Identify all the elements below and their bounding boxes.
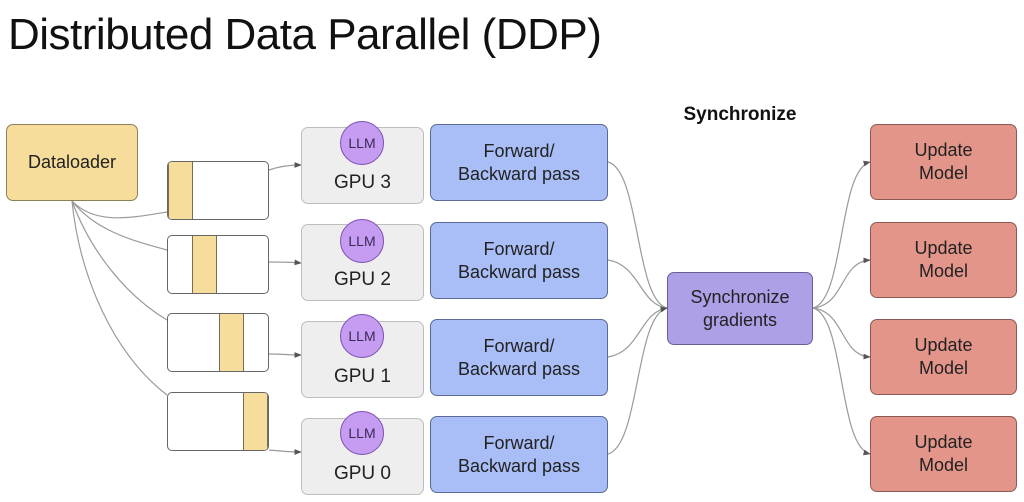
gpu-label: GPU 1 — [333, 366, 392, 387]
connector-shard-gpu-2 — [268, 259, 302, 266]
data-chunk — [192, 236, 217, 293]
data-chunk — [168, 162, 193, 219]
update-line-1: Update — [914, 432, 973, 452]
gpu-label: GPU 3 — [333, 172, 392, 193]
connector-shard-gpu-1 — [268, 352, 302, 358]
llm-circle: LLM — [340, 411, 384, 455]
pass-line-2: Backward pass — [457, 261, 581, 282]
connector-shard-gpu-3 — [268, 162, 302, 171]
sync-line-2: gradients — [702, 309, 778, 330]
pass-line-2: Backward pass — [457, 455, 581, 476]
connector-dataloader-shard-2 — [71, 200, 168, 321]
pass-line-2: Backward pass — [457, 358, 581, 379]
data-shard-2 — [167, 313, 269, 372]
connector-pass-sync-3 — [607, 161, 668, 309]
forward-backward-box-1: Forward/Backward pass — [430, 319, 608, 396]
sync-line-1: Synchronize — [690, 286, 790, 307]
connector-sync-update-2 — [812, 307, 871, 360]
update-line-1: Update — [914, 140, 973, 160]
connector-dataloader-shard-1 — [71, 200, 168, 251]
data-chunk — [243, 393, 268, 450]
llm-circle: LLM — [340, 219, 384, 263]
data-shard-3 — [167, 392, 269, 451]
connector-sync-update-1 — [812, 257, 871, 309]
connector-dataloader-shard-0 — [71, 200, 168, 219]
data-chunk — [219, 314, 244, 371]
pass-line-1: Forward/ — [483, 335, 555, 356]
llm-label: LLM — [348, 425, 376, 441]
connector-pass-sync-2 — [607, 259, 668, 309]
connector-dataloader-shard-3 — [71, 200, 168, 396]
connector-sync-update-3 — [812, 307, 871, 456]
connector-pass-sync-0 — [607, 306, 668, 455]
data-shard-1 — [167, 235, 269, 294]
pass-line-1: Forward/ — [483, 432, 555, 453]
forward-backward-box-2: Forward/Backward pass — [430, 222, 608, 299]
gpu-label: GPU 2 — [333, 269, 392, 290]
update-line-1: Update — [914, 335, 973, 355]
pass-line-1: Forward/ — [483, 238, 555, 259]
dataloader-label: Dataloader — [27, 152, 117, 172]
gpu-label: GPU 0 — [333, 463, 392, 484]
data-shard-0 — [167, 161, 269, 220]
slide-title: Distributed Data Parallel (DDP) — [8, 10, 602, 59]
llm-label: LLM — [348, 135, 376, 151]
update-line-2: Model — [918, 358, 968, 378]
llm-label: LLM — [348, 233, 376, 249]
connector-shard-gpu-0 — [268, 449, 302, 455]
pass-line-2: Backward pass — [457, 163, 581, 184]
connector-pass-sync-1 — [607, 307, 668, 358]
update-line-2: Model — [918, 455, 968, 475]
pass-line-1: Forward/ — [483, 140, 555, 161]
dataloader-box: Dataloader — [6, 124, 138, 201]
llm-circle: LLM — [340, 314, 384, 358]
update-line-1: Update — [914, 238, 973, 258]
update-line-2: Model — [918, 261, 968, 281]
forward-backward-box-0: Forward/Backward pass — [430, 416, 608, 493]
forward-backward-box-3: Forward/Backward pass — [430, 124, 608, 201]
update-line-2: Model — [918, 163, 968, 183]
synchronize-section-label: Synchronize — [683, 104, 797, 125]
llm-label: LLM — [348, 328, 376, 344]
llm-circle: LLM — [340, 121, 384, 165]
connector-sync-update-0 — [812, 160, 871, 309]
